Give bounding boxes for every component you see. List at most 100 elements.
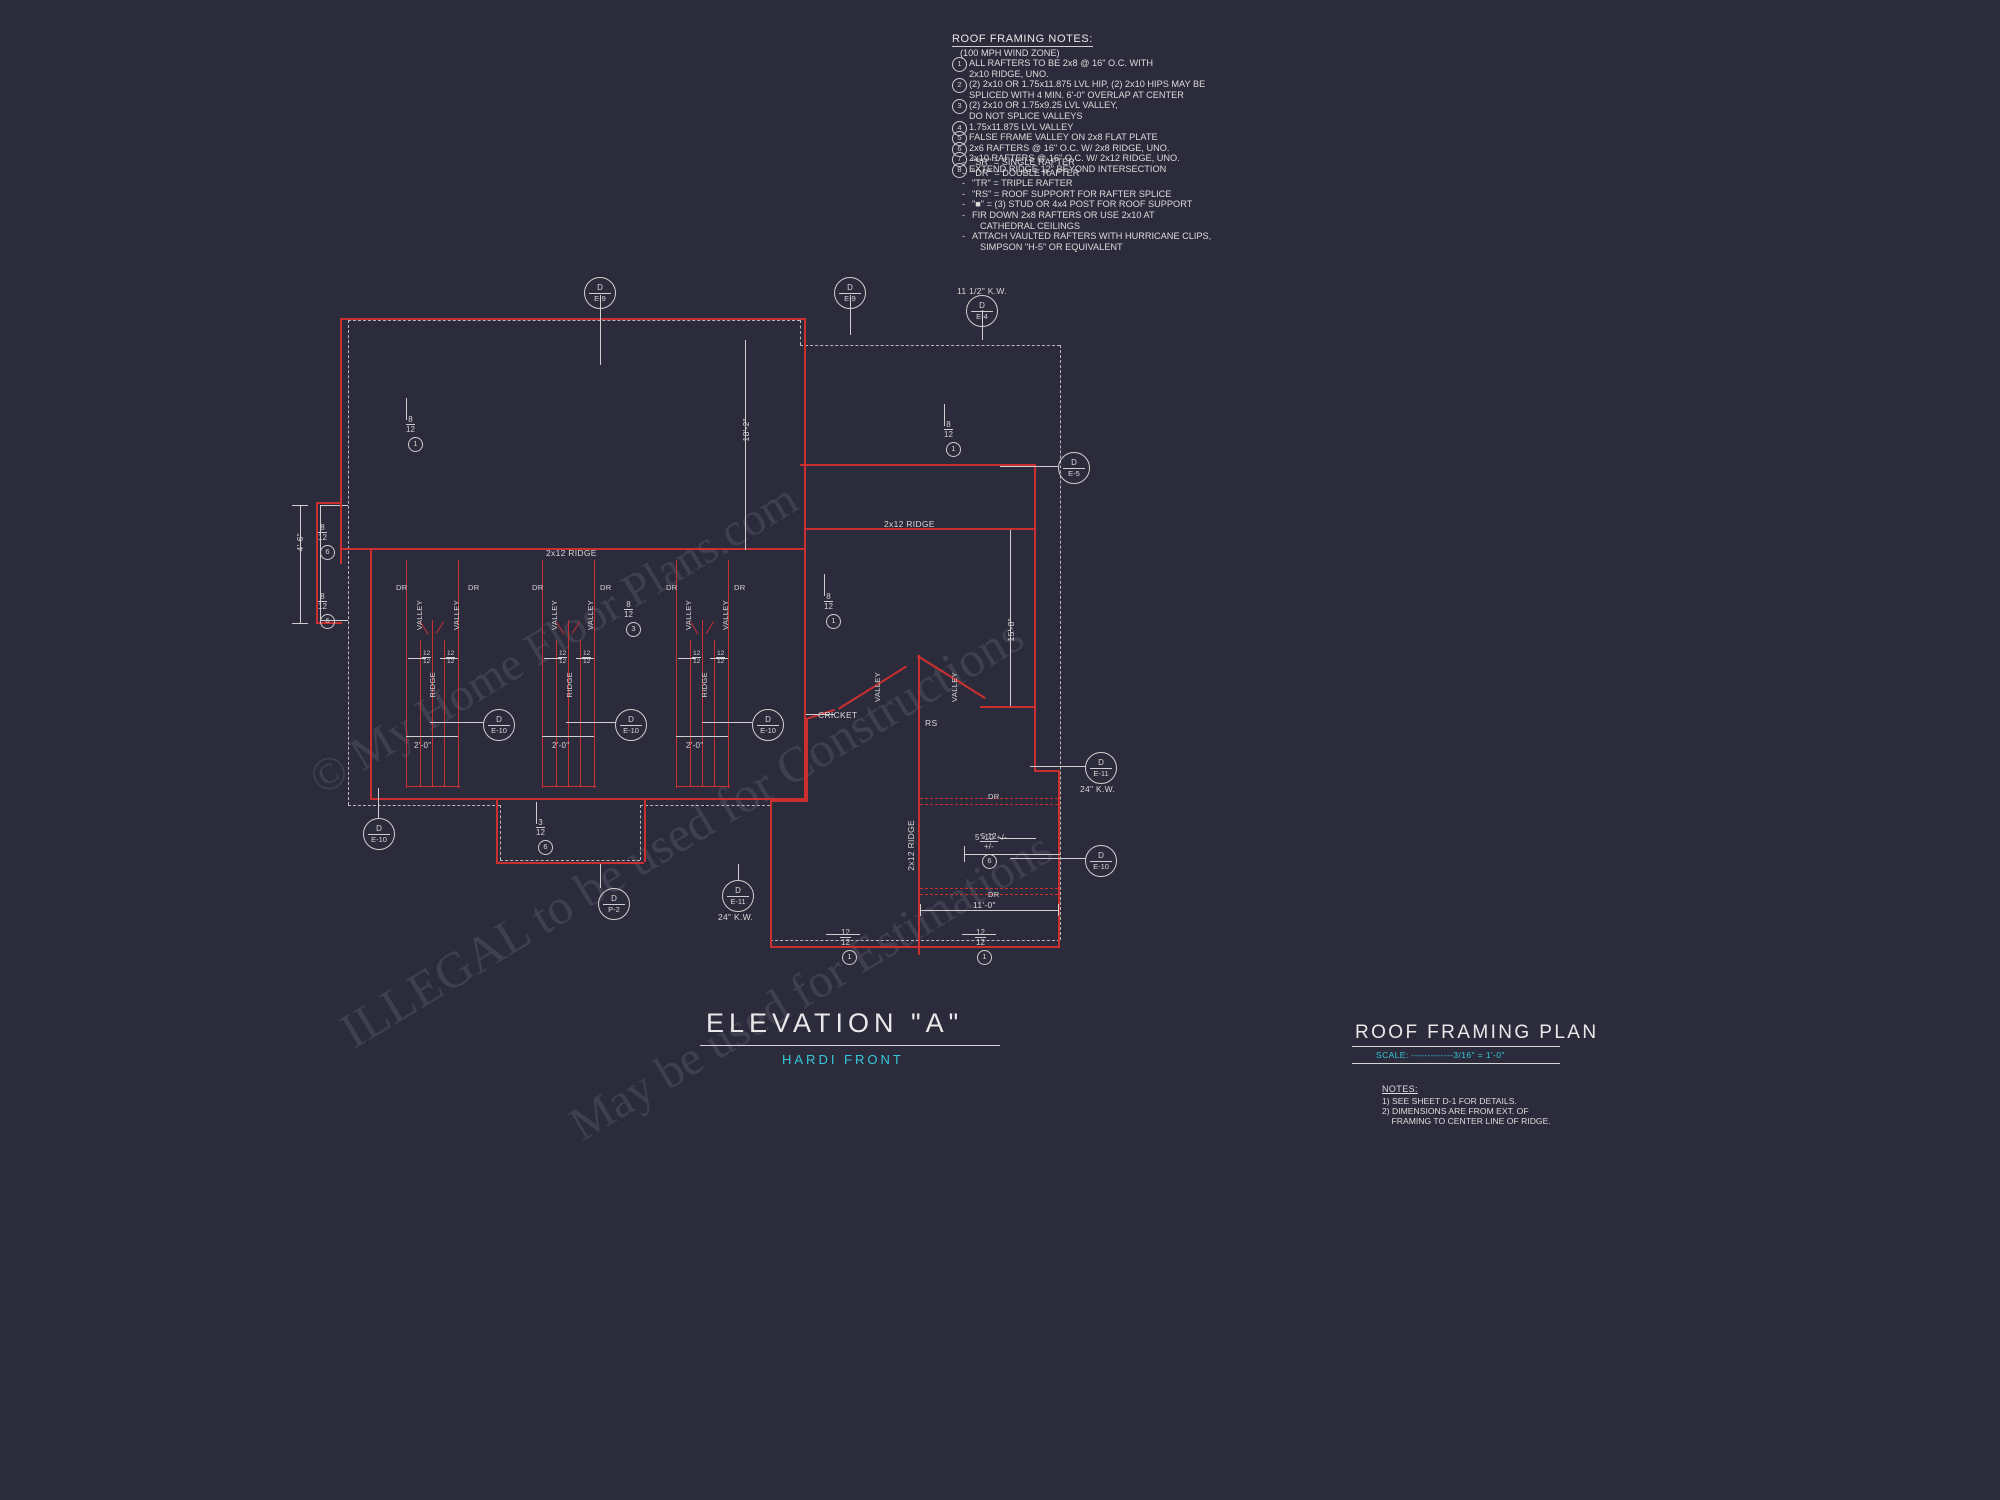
detail-bubble-top: D bbox=[979, 300, 985, 310]
detail-bubble-top: D bbox=[611, 893, 617, 903]
plan-label: 15'-8" bbox=[1006, 618, 1016, 642]
pitch-note-badge: 1 bbox=[842, 950, 857, 965]
rear-step-top bbox=[770, 800, 808, 802]
elevation-title-rule bbox=[700, 1045, 1000, 1046]
dim-11-0-tick-r bbox=[1058, 904, 1059, 916]
dormer1-tick-r bbox=[440, 658, 458, 659]
ridge-tag: RIDGE bbox=[428, 672, 437, 698]
bump-top bbox=[320, 505, 348, 506]
dormer3-right bbox=[728, 560, 730, 788]
pitch-denominator: 12 bbox=[406, 425, 415, 434]
detail-bubble-bottom: E-11 bbox=[1093, 768, 1109, 778]
plan-label: 5'-10 +/- bbox=[975, 833, 1008, 842]
note-dash-bullet: - bbox=[962, 167, 966, 178]
note-line: DO NOT SPLICE VALLEYS bbox=[969, 111, 1083, 121]
detail-bubble-divider bbox=[1090, 767, 1112, 769]
pitch-denominator: 12 bbox=[318, 602, 327, 611]
rear-rafter-dash-3 bbox=[920, 888, 1058, 889]
dormer3-ridge bbox=[702, 620, 704, 786]
valley-tag: VALLEY bbox=[684, 600, 693, 630]
porch-bottom bbox=[496, 862, 644, 864]
bump-roof-top bbox=[316, 502, 342, 504]
pitch-denominator: 12 bbox=[318, 533, 327, 542]
dormer-pitch-numerator: 12 bbox=[558, 650, 568, 658]
dormer1-inner-r bbox=[444, 640, 446, 786]
note-line: (2) 2x10 OR 1.75x11.875 LVL HIP, (2) 2x1… bbox=[969, 79, 1206, 90]
dormer1-hip-r bbox=[435, 621, 444, 634]
detail-bubble-top: D bbox=[1098, 850, 1104, 860]
valley-tag: VALLEY bbox=[586, 600, 595, 630]
pitch-denominator: 12 bbox=[944, 430, 953, 439]
dormer2-bottom bbox=[542, 786, 596, 788]
leader-b4 bbox=[1000, 466, 1058, 467]
pitch-numerator: 12 bbox=[840, 928, 851, 938]
dormer-pitch-denominator: 12 bbox=[693, 658, 701, 665]
detail-bubble-divider bbox=[368, 833, 390, 835]
valley-tag: VALLEY bbox=[873, 672, 882, 702]
elevation-subtitle: HARDI FRONT bbox=[782, 1052, 904, 1067]
outline-bot-mid bbox=[640, 805, 770, 806]
plan-label: 2x12 RIDGE bbox=[906, 820, 916, 871]
dormer1-tick-l bbox=[408, 658, 426, 659]
plan-label: CRICKET bbox=[818, 710, 858, 720]
rear-rafter-dash-4 bbox=[920, 894, 1058, 895]
note-line: "RS" = ROOF SUPPORT FOR RAFTER SPLICE bbox=[972, 188, 1172, 199]
arrow-pitch-3 bbox=[824, 574, 825, 596]
dormer2-inner-l bbox=[556, 640, 558, 786]
rafter-tag: DR bbox=[734, 583, 746, 592]
roof-edge-bottom bbox=[370, 798, 806, 800]
note-line: ATTACH VAULTED RAFTERS WITH HURRICANE CL… bbox=[972, 231, 1212, 242]
leader-b12 bbox=[738, 864, 739, 880]
pitch-denominator: 12 bbox=[841, 938, 850, 947]
detail-bubble-top: D bbox=[628, 714, 634, 724]
rafter-tag: DR bbox=[600, 583, 612, 592]
note-line: 2x10 RIDGE, UNO. bbox=[969, 68, 1049, 79]
pitch-note-badge: 6 bbox=[320, 545, 335, 560]
outline-porch-b bbox=[500, 860, 640, 861]
note-dash-bullet: - bbox=[962, 188, 966, 199]
pitch-denominator: 12 bbox=[824, 602, 833, 611]
dormer2-dim-line bbox=[542, 736, 594, 737]
plan-label: 2'-0" bbox=[414, 741, 432, 750]
rafter-tag: DR bbox=[468, 583, 480, 592]
pitch-denominator: 12 bbox=[976, 938, 985, 947]
plan-label: 11 1/2" K.W. bbox=[957, 286, 1007, 296]
rear-right-step-v bbox=[1034, 706, 1036, 770]
dormer1-left bbox=[406, 560, 408, 788]
note-line: "■" = (3) STUD OR 4x4 POST FOR ROOF SUPP… bbox=[972, 199, 1193, 210]
pitch-numerator: 8 bbox=[824, 592, 833, 602]
rafter-tag: DR bbox=[666, 583, 678, 592]
right-ridge bbox=[804, 528, 1036, 530]
leader-b1 bbox=[600, 295, 601, 365]
bump-left bbox=[320, 505, 321, 620]
leader-b9 bbox=[1010, 858, 1086, 859]
outline-top bbox=[348, 320, 800, 321]
plan-note-item: 1) SEE SHEET D-1 FOR DETAILS. bbox=[1382, 1096, 1517, 1106]
detail-bubble-top: D bbox=[376, 823, 382, 833]
rafter-tag: DR bbox=[988, 792, 1000, 801]
watermark-copyright: © My Home Floor Plans.com bbox=[300, 472, 807, 806]
pitch-denominator: 12 bbox=[536, 828, 545, 837]
plan-scale-rule bbox=[1352, 1063, 1560, 1064]
detail-bubble-divider bbox=[603, 903, 625, 905]
detail-bubble-bottom: E-4 bbox=[976, 311, 988, 321]
dim-4-6-tick-t bbox=[292, 505, 308, 506]
pitch-note-badge: 6 bbox=[320, 614, 335, 629]
